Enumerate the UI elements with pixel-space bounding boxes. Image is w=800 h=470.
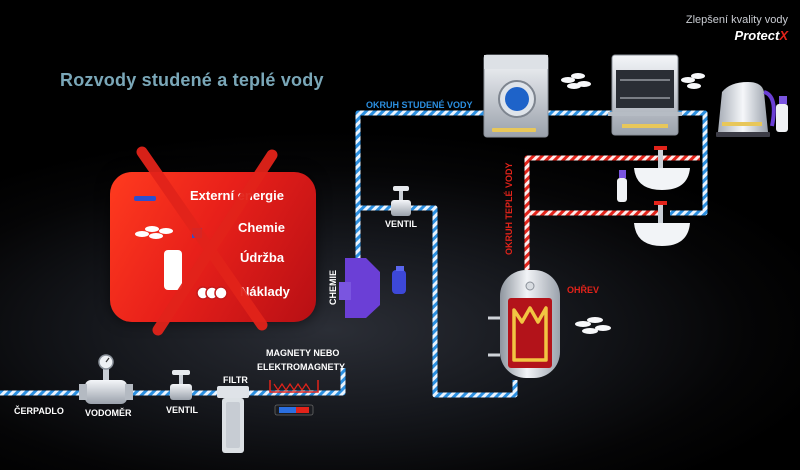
- hot-water-pipes: [524, 155, 700, 270]
- cold-circuit-label: OKRUH STUDENÉ VODY: [366, 100, 473, 110]
- pump-label: ČERPADLO: [14, 406, 64, 416]
- water-meter-icon: [79, 354, 133, 404]
- tablets-icon: [561, 73, 705, 334]
- chemistry-icon: [192, 228, 202, 238]
- brand-name-accent: X: [779, 28, 788, 43]
- valve-upper-label: VENTIL: [385, 219, 418, 229]
- page-title: Rozvody studené a teplé vody: [60, 70, 324, 90]
- cold-water-pipes: [0, 110, 708, 398]
- dishwasher-icon: [608, 54, 682, 136]
- meter-label: VODOMĚR: [85, 408, 132, 418]
- kettle-icon: [716, 82, 776, 137]
- energy-icon: [134, 196, 156, 201]
- magnets-label-line1: MAGNETY NEBO: [266, 348, 340, 358]
- brand-logo: ProtectX: [735, 28, 788, 43]
- filter-icon: [217, 386, 249, 453]
- valve-icon: [170, 370, 192, 400]
- brand-tagline: Zlepšení kvality vody: [685, 14, 788, 26]
- spray-bottle-icon: [164, 250, 182, 290]
- sink-icon: [634, 146, 690, 190]
- spray-bottle-icon: [617, 96, 788, 202]
- cost-panel: Externí energie Chemie Údržba Náklady: [110, 172, 316, 322]
- dosing-unit-icon: [339, 258, 406, 318]
- hot-circuit-label: OKRUH TEPLÉ VODY: [504, 162, 514, 255]
- sink-icon: [634, 201, 690, 246]
- magnet-icon: [269, 380, 319, 416]
- brand-name-text: Protect: [734, 28, 780, 43]
- boiler-icon: [488, 270, 560, 378]
- valve-icon: [391, 186, 411, 216]
- chemistry-label: CHEMIE: [328, 269, 338, 305]
- filter-label: FILTR: [223, 375, 248, 385]
- panel-item-maintenance: Údržba: [240, 250, 285, 265]
- valve-lower-label: VENTIL: [166, 405, 199, 415]
- panel-item-costs: Náklady: [240, 284, 290, 299]
- heating-label: OHŘEV: [567, 285, 600, 295]
- washing-machine-icon: [483, 54, 549, 138]
- panel-item-energy: Externí energie: [190, 188, 284, 203]
- panel-item-chemistry: Chemie: [238, 220, 285, 235]
- magnets-label-line2: ELEKTROMAGNETY: [257, 362, 346, 372]
